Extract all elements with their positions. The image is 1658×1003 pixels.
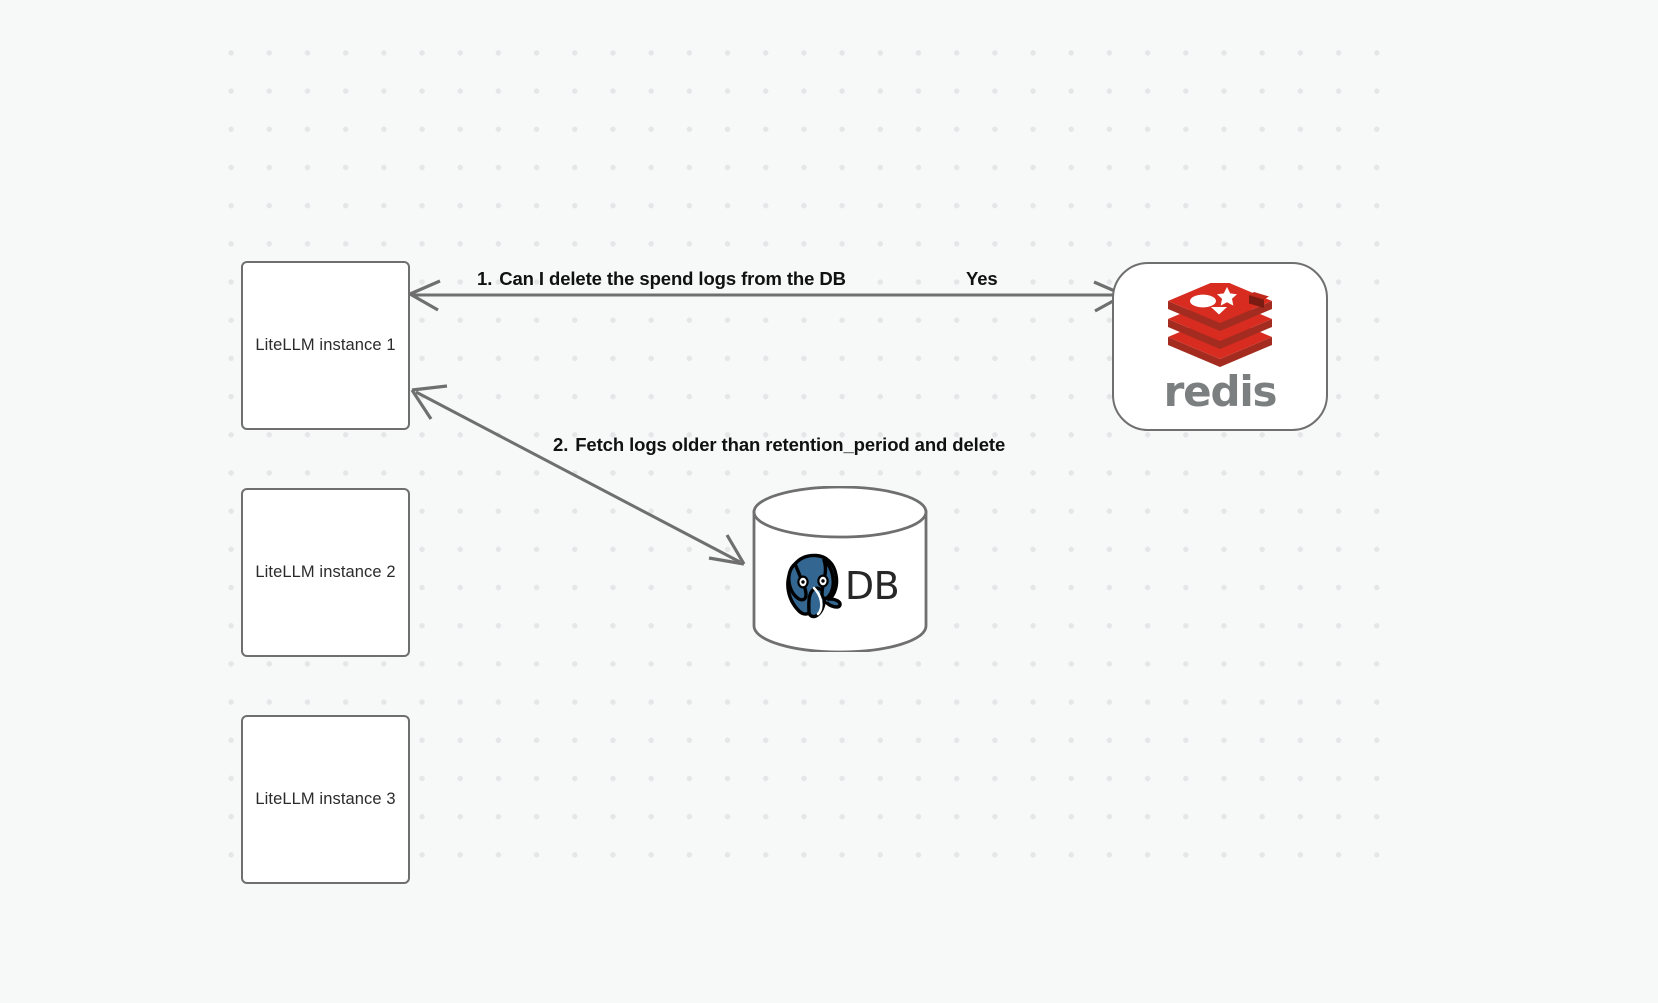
node-redis[interactable]: redis [1112,262,1328,431]
edge-label-redis-request: 1. Can I delete the spend logs from the D… [477,268,846,290]
edge-label-text: Can I delete the spend logs from the DB [499,268,846,289]
node-label: LiteLLM instance 3 [255,790,396,808]
node-litellm-instance-1[interactable]: LiteLLM instance 1 [241,261,410,430]
node-label: LiteLLM instance 2 [255,563,396,581]
arrowhead-lower-right [708,534,746,566]
redis-stacked-cubes-icon [1167,282,1272,367]
db-node-contents: DB [752,486,928,652]
edge-step-number: 2. [553,434,569,455]
db-node-label: DB [844,564,900,608]
db-cylinder-shape [752,486,928,652]
edge-label-text: Fetch logs older than retention_period a… [575,434,1006,455]
arrowhead-upper-left [410,384,448,420]
edge-label-db-fetch: 2. Fetch logs older than retention_period… [553,434,1005,456]
redis-wordmark: redis [1163,366,1278,416]
node-postgres-db[interactable]: DB [752,486,928,652]
edge-db-fetch [410,384,746,566]
edge-label-redis-reply: Yes [966,268,998,290]
edge-reply-text: Yes [966,268,998,289]
edge-line [415,390,741,564]
postgresql-elephant-icon [785,553,842,619]
node-label: LiteLLM instance 1 [255,336,396,354]
node-litellm-instance-2[interactable]: LiteLLM instance 2 [241,488,410,657]
edge-step-number: 1. [477,268,493,289]
node-litellm-instance-3[interactable]: LiteLLM instance 3 [241,715,410,884]
redis-logo: redis [1163,282,1278,416]
arrowhead-left [409,279,441,312]
